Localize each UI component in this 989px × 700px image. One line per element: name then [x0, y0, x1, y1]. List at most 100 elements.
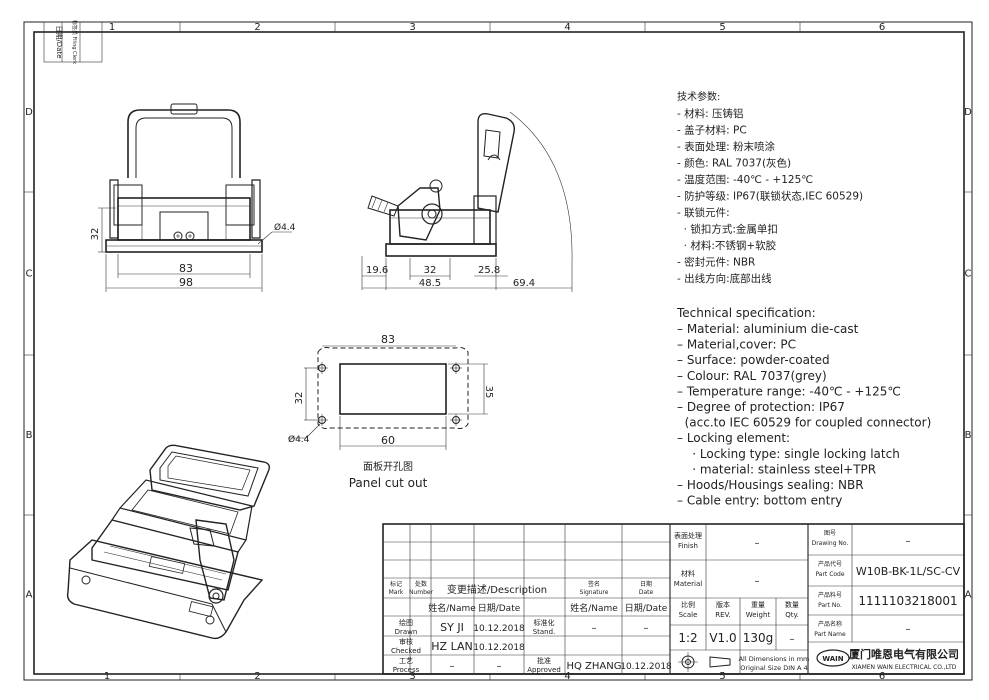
cutout-dim-83: 83: [381, 333, 395, 346]
projection-symbol-icon: [678, 652, 731, 672]
spec-en-line: – Material: aluminium die-cast: [677, 322, 859, 336]
tb-part-name-val: –: [906, 624, 911, 635]
tb-part-no-val: 1111103218001: [858, 594, 957, 608]
isometric-view: [66, 444, 271, 640]
spec-en-line: · material: stainless steel+TPR: [677, 462, 876, 476]
tb-process-name: –: [450, 661, 455, 672]
spec-en-line: – Degree of protection: IP67: [677, 400, 845, 414]
spec-en-line: – Hoods/Housings sealing: NBR: [677, 478, 864, 492]
spec-en-line: – Material,cover: PC: [677, 338, 796, 352]
grid-col-label-top: 4: [564, 22, 570, 33]
tb-company-cn: 厦门唯恩电气有限公司: [849, 647, 959, 661]
cutout-hole-dia: Ø4.4: [288, 434, 310, 445]
tb-date-hdr: 日期/Date: [478, 603, 521, 614]
grid-row-label-left: D: [25, 107, 33, 118]
front-dim-98: 98: [179, 276, 193, 289]
spec-cn-line: · 锁扣方式:金属单扣: [677, 223, 778, 236]
tb-scale-val: 1:2: [678, 631, 697, 645]
front-hole-dia: Ø4.4: [274, 222, 296, 233]
cutout-dim-32: 32: [294, 392, 305, 405]
spec-cn-line: - 颜色: RAL 7037(灰色): [677, 157, 791, 170]
spec-en-line: – Cable entry: bottom entry: [677, 494, 842, 508]
tb-qty-val: –: [790, 634, 795, 645]
side-label-date: 日期/Date: [55, 25, 63, 58]
cutout-caption-en: Panel cut out: [349, 476, 428, 490]
outer-frame: [23, 21, 973, 681]
grid-row-label-left: B: [26, 430, 33, 441]
tb-name-hdr-2: 姓名/Name: [570, 602, 618, 614]
tb-finish-val: –: [755, 538, 760, 549]
grid-col-label-top: 5: [719, 22, 725, 33]
spec-en-line: (acc.to IEC 60529 for coupled connector): [677, 416, 931, 430]
grid-col-label-top: 6: [879, 22, 885, 33]
grid-col-label-bottom: 1: [104, 671, 110, 682]
tb-std-name: –: [592, 623, 597, 634]
spec-cn-line: - 盖子材料: PC: [677, 124, 747, 137]
tb-material-val: –: [755, 576, 760, 587]
grid-col-label-bottom: 5: [719, 671, 725, 682]
spec-cn-line: - 出线方向:底部出线: [677, 272, 772, 285]
tb-drawing-no-val: –: [906, 536, 911, 547]
tb-process-date: –: [497, 661, 502, 672]
wain-logo: WAIN: [816, 649, 850, 667]
spec-en-title: Technical specification:: [676, 306, 816, 320]
spec-en-line: – Temperature range: -40℃ - +125℃: [677, 384, 901, 398]
grid-col-label-bottom: 4: [564, 671, 570, 682]
tb-std-date: –: [644, 623, 649, 634]
spec-cn-line: - 表面处理: 粉末喷涂: [677, 140, 776, 153]
front-dim-32: 32: [90, 228, 101, 241]
grid-row-label-left: A: [26, 590, 33, 601]
panel-cutout-view: 83 32 35 60 Ø4.4 面板开孔图 Panel cut out: [288, 333, 494, 490]
tb-rev-val: V1.0: [709, 631, 736, 645]
spec-cn-line: - 防护等级: IP67(联锁状态,IEC 60529): [677, 190, 863, 203]
side-dim-48-5: 48.5: [419, 278, 441, 289]
tb-dims-note-2: Original Size DIN A 4: [740, 664, 807, 672]
spec-en-line: – Surface: powder-coated: [677, 353, 830, 367]
side-label-strip: 日期/Date 标签员 Filing Clerk: [43, 20, 103, 64]
grid-row-label-left: C: [26, 269, 33, 280]
tb-part-code-val: W10B-BK-1L/SC-CV: [856, 565, 961, 578]
logo-text: WAIN: [822, 655, 843, 663]
front-dim-83: 83: [179, 262, 193, 275]
tb-approved-name: HQ ZHANG: [566, 661, 621, 672]
spec-cn-line: - 材料: 压铸铝: [677, 107, 744, 120]
spec-cn-line: · 材料:不锈钢+软胶: [677, 239, 777, 252]
side-view: 19.6 32 25.8 48.5 69.4: [361, 111, 573, 292]
grid-col-label-top: 1: [109, 22, 115, 33]
cutout-dim-35: 35: [483, 386, 494, 399]
grid-row-label-right: D: [964, 107, 972, 118]
tb-approved-date: 10.12.2018: [620, 662, 672, 672]
spec-en-line: – Colour: RAL 7037(grey): [677, 369, 827, 383]
spec-cn-line: - 密封元件: NBR: [677, 256, 755, 269]
spec-cn-line: - 温度范围: -40℃ - +125℃: [677, 173, 813, 186]
tb-drawn-date: 10.12.2018: [473, 624, 525, 634]
grid-col-label-top: 2: [254, 22, 260, 33]
cutout-caption-cn: 面板开孔图: [363, 460, 413, 473]
side-dim-19-6: 19.6: [366, 265, 388, 276]
grid-col-label-bottom: 3: [409, 671, 415, 682]
side-dim-69-4: 69.4: [513, 278, 535, 289]
side-dim-32: 32: [424, 265, 437, 276]
tb-dims-note-1: All Dimensions in mm: [739, 655, 810, 663]
tb-checked-name: HZ LAN: [431, 640, 472, 653]
spec-en-line: – Locking element:: [677, 431, 790, 445]
